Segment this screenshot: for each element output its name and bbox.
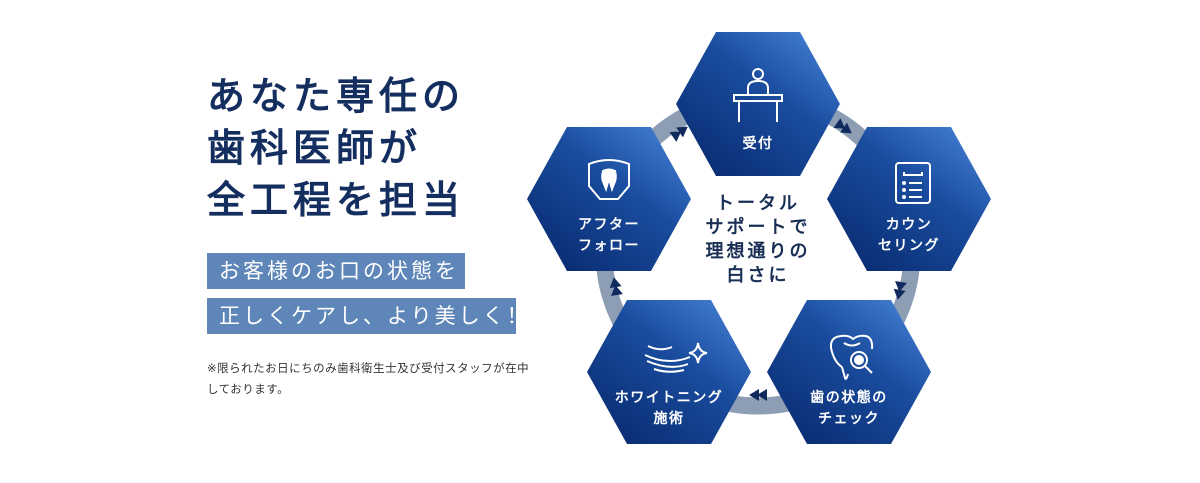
arrow-double-icon bbox=[609, 277, 623, 297]
headline-line-2: 歯科医師が bbox=[207, 125, 423, 170]
step-whitening-label: ホワイトニング 施術 bbox=[614, 390, 724, 427]
tagline-box-1: お客様のお口の状態を bbox=[207, 253, 465, 289]
tooth-magnifier-icon bbox=[829, 334, 874, 380]
headline-line-3: 全工程を担当 bbox=[207, 177, 466, 222]
tooth-shield-icon bbox=[588, 159, 630, 200]
step-checkup-label: 歯の状態の チェック bbox=[810, 390, 888, 427]
checklist-icon bbox=[895, 162, 931, 204]
staff-note: ※限られたお日にちのみ歯科衛生士及び受付スタッフが在中しております。 bbox=[207, 361, 530, 396]
headline: あなた専任の 歯科医師が 全工程を担当 bbox=[207, 70, 465, 226]
arrow-double-icon bbox=[833, 118, 852, 134]
hex-checkup bbox=[767, 300, 931, 444]
headline-line-1: あなた専任の bbox=[207, 73, 466, 118]
reception-desk-icon bbox=[733, 68, 783, 122]
tagline-box-2: 正しくケアし、より美しく！ bbox=[207, 298, 528, 334]
step-counseling-label: カウン セリング bbox=[878, 217, 940, 254]
cycle-center-text: トータル サポートで 理想通りの 白さに bbox=[705, 193, 811, 286]
cycle-arrows bbox=[609, 118, 907, 401]
hex-counseling bbox=[827, 127, 991, 271]
step-reception-label: 受付 bbox=[742, 136, 774, 152]
arrow-double-icon bbox=[893, 280, 907, 300]
arrow-double-icon bbox=[749, 389, 767, 401]
arrow-double-icon bbox=[669, 126, 688, 142]
hex-reception bbox=[676, 32, 840, 176]
step-aftercare-label: アフター フォロー bbox=[578, 217, 640, 254]
whitening-sparkle-icon bbox=[644, 342, 708, 373]
